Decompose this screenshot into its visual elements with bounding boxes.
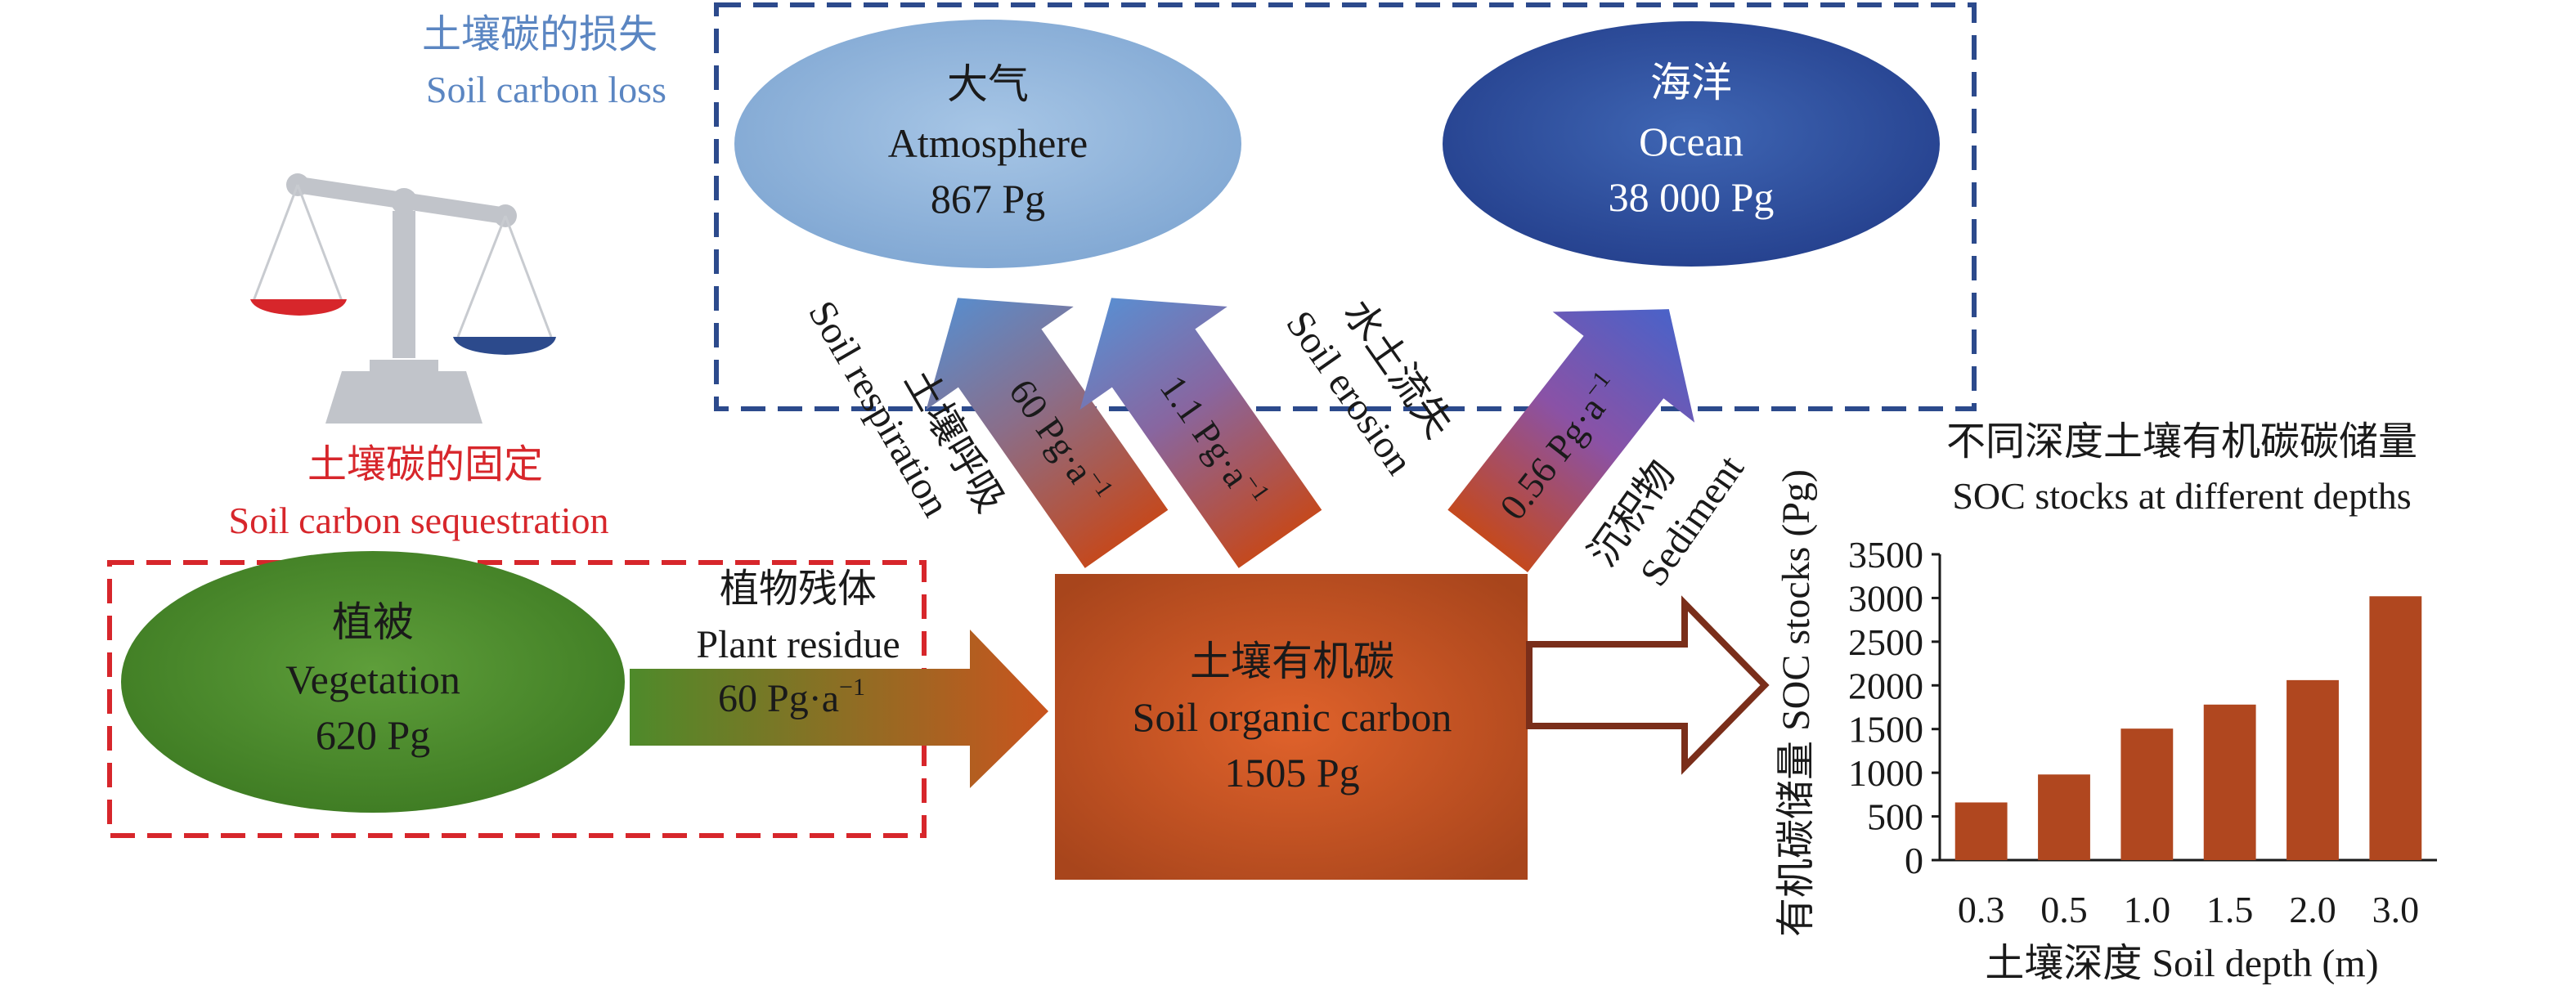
soc-depth-chart: 不同深度土壤有机碳碳储量 SOC stocks at different dep… xyxy=(1775,420,2437,985)
chart-xlabel: 土壤深度 Soil depth (m) xyxy=(1985,942,2378,985)
loss-label-cn: 土壤碳的损失 xyxy=(422,13,657,56)
vegetation-en: Vegetation xyxy=(285,657,460,702)
ocean-cn: 海洋 xyxy=(1650,60,1732,105)
chart-y-tick-label: 1000 xyxy=(1848,752,1923,794)
soc-en: Soil organic carbon xyxy=(1133,694,1452,740)
vegetation-cn: 植被 xyxy=(332,599,414,645)
soc-cn: 土壤有机碳 xyxy=(1190,639,1394,684)
chart-y-tick-label: 500 xyxy=(1867,796,1923,838)
atmosphere-en: Atmosphere xyxy=(888,120,1088,166)
chart-y-tick-label: 2500 xyxy=(1848,621,1923,663)
soil-respiration-arrow: 60 Pg·a−1 xyxy=(926,298,1169,568)
soil-carbon-sequestration-box xyxy=(107,560,927,838)
plant-residue-arrow xyxy=(630,630,1048,788)
chart-x-tick-label: 0.3 xyxy=(1958,889,2005,930)
chart-y-tick-label: 1500 xyxy=(1848,709,1923,751)
soil-organic-carbon-pool: 土壤有机碳 Soil organic carbon 1505 Pg xyxy=(1055,574,1528,880)
chart-bar xyxy=(2120,728,2174,860)
chart-bar xyxy=(2203,704,2256,860)
chart-x-tick-label: 1.0 xyxy=(2124,889,2171,930)
atmosphere-pool: 大气 Atmosphere 867 Pg xyxy=(734,20,1241,268)
chart-y-tick-label: 3000 xyxy=(1848,577,1923,619)
vegetation-pool: 植被 Vegetation 620 Pg xyxy=(121,551,625,813)
soil-carbon-loss-box xyxy=(714,2,1977,411)
sequestration-label-cn: 土壤碳的固定 xyxy=(307,443,543,486)
plant-residue-en: Plant residue xyxy=(696,623,900,666)
loss-label-en: Soil carbon loss xyxy=(426,69,666,110)
chart-x-tick-label: 2.0 xyxy=(2289,889,2336,930)
plant-residue-flux: 60 Pg·a−1 xyxy=(718,674,865,720)
ocean-pool: 海洋 Ocean 38 000 Pg xyxy=(1443,21,1940,267)
chart-x-tick-label: 0.5 xyxy=(2040,889,2088,930)
atmosphere-value: 867 Pg xyxy=(931,176,1045,222)
chart-bar xyxy=(1954,802,2008,860)
ocean-value: 38 000 Pg xyxy=(1609,174,1775,220)
chart-y-tick-label: 0 xyxy=(1905,840,1923,881)
atmosphere-cn: 大气 xyxy=(947,61,1029,107)
chart-x-tick-label: 1.5 xyxy=(2206,889,2254,930)
chart-bar xyxy=(2038,774,2090,860)
chart-x-tick-label: 3.0 xyxy=(2372,889,2420,930)
chart-y-tick-label: 2000 xyxy=(1848,665,1923,706)
sequestration-label-en: Soil carbon sequestration xyxy=(228,500,608,541)
plant-residue-cn: 植物残体 xyxy=(720,567,877,611)
chart-title-cn: 不同深度土壤有机碳碳储量 xyxy=(1946,420,2417,464)
ocean-en: Ocean xyxy=(1639,119,1744,164)
chart-bar xyxy=(2369,596,2422,860)
chart-ylabel: 有机碳储量 SOC stocks (Pg) xyxy=(1775,469,1818,937)
chart-y-tick-label: 3500 xyxy=(1848,534,1923,576)
soc-value: 1505 Pg xyxy=(1224,750,1359,796)
chart-bar xyxy=(2287,679,2339,860)
chart-title-en: SOC stocks at different depths xyxy=(1952,475,2411,517)
soc-to-chart-arrow xyxy=(1526,595,1770,775)
vegetation-value: 620 Pg xyxy=(316,712,430,758)
balance-scale-icon xyxy=(250,173,556,424)
